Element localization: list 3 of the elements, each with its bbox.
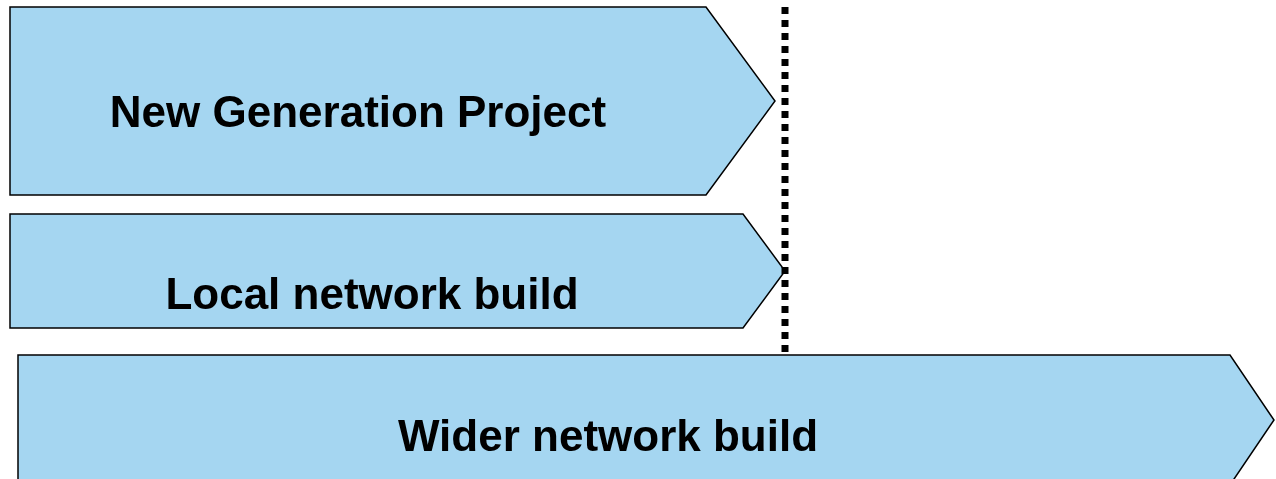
arrow-label: Wider network build (397, 414, 819, 458)
arrow-label: New Generation Project (109, 90, 607, 134)
arrow-label: Local network build (165, 272, 579, 316)
